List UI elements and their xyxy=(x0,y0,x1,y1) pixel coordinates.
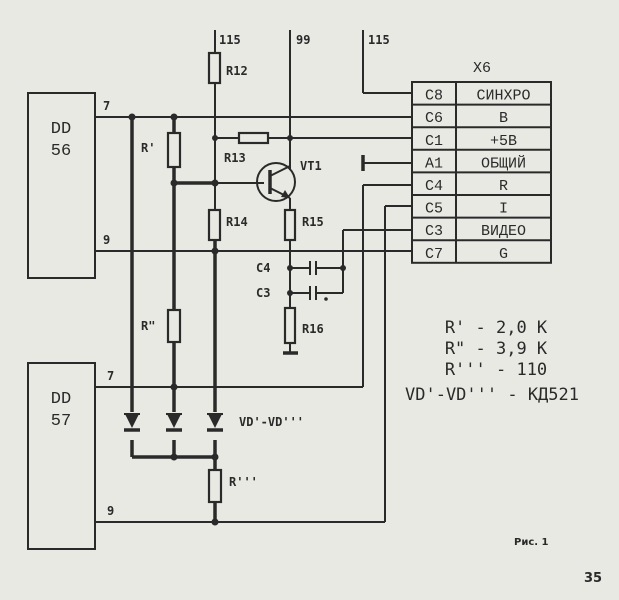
junctions xyxy=(128,113,346,526)
connector-signal: ОБЩИЙ xyxy=(481,155,526,172)
resistor-r14 xyxy=(207,208,222,242)
label-diodes: VD'-VD''' xyxy=(239,415,304,429)
label-c4: C4 xyxy=(256,261,270,275)
connector-signal: ВИДЕО xyxy=(481,223,526,240)
dd56-label-line1: DD xyxy=(51,120,71,139)
connector-signal: B xyxy=(499,110,508,127)
capacitor-c3 xyxy=(290,286,343,300)
capacitor-c4 xyxy=(290,261,343,275)
dd57-pin-9: 9 xyxy=(107,504,114,518)
connector-title: X6 xyxy=(473,60,491,77)
dd57-pin-7: 7 xyxy=(107,369,114,383)
connector-signal: G xyxy=(499,246,508,263)
connector-signal: СИНХРО xyxy=(476,88,530,105)
connector-pin: C6 xyxy=(425,110,443,127)
rail-label-115-right: 115 xyxy=(368,33,390,47)
value-r-triple-prime: R''' - 110 xyxy=(445,360,547,380)
connector-pin: C4 xyxy=(425,178,443,195)
value-r-prime: R' - 2,0 K xyxy=(445,318,548,338)
resistor-r-triple-prime xyxy=(207,468,223,504)
connector-x6: C8 СИНХРО C6 B C1 +5B A1 ОБЩИЙ C4 R C5 I C3 ВИДЕО C7 G xyxy=(411,81,552,264)
resistor-r12 xyxy=(207,51,222,85)
dd57-label-line2: 57 xyxy=(51,412,71,431)
connector-signal: +5B xyxy=(490,133,517,150)
figure-caption: Рис. 1 xyxy=(514,537,549,548)
resistor-r15 xyxy=(283,208,297,242)
connector-pin: C3 xyxy=(425,223,443,240)
label-r16: R16 xyxy=(302,322,324,336)
chip-dd56 xyxy=(27,92,96,279)
connector-signal: R xyxy=(499,178,508,195)
dd56-pin-7: 7 xyxy=(103,99,110,113)
label-r15: R15 xyxy=(302,215,324,229)
label-r-prime: R' xyxy=(141,141,155,155)
wires xyxy=(95,30,412,523)
dd56-label-line2: 56 xyxy=(51,142,71,161)
chip-dd57 xyxy=(27,362,96,550)
label-r13: R13 xyxy=(224,151,246,165)
label-vt1: VT1 xyxy=(300,159,322,173)
rail-label-115-left: 115 xyxy=(219,33,241,47)
dd57-label-line1: DD xyxy=(51,390,71,409)
connector-pin: A1 xyxy=(425,155,443,172)
label-r-triple-prime: R''' xyxy=(229,475,258,489)
resistor-r-prime xyxy=(166,131,182,169)
rail-label-99: 99 xyxy=(296,33,310,47)
resistor-r16 xyxy=(283,306,297,345)
connector-pin: C8 xyxy=(425,88,443,105)
label-c3: C3 xyxy=(256,286,270,300)
label-r-double-prime: R" xyxy=(141,319,155,333)
connector-pin: C7 xyxy=(425,246,443,263)
label-r14: R14 xyxy=(226,215,248,229)
transistor-vt1 xyxy=(256,162,296,202)
connector-signal: I xyxy=(499,201,508,218)
resistor-r13 xyxy=(237,131,270,145)
connector-pin: C5 xyxy=(425,201,443,218)
connector-pin: C1 xyxy=(425,133,443,150)
resistor-r-double-prime xyxy=(166,308,182,344)
value-diodes: VD'-VD''' - КД521 xyxy=(405,385,579,405)
value-r-double-prime: R" - 3,9 K xyxy=(445,339,548,359)
dd56-pin-9: 9 xyxy=(103,233,110,247)
page-number: 35 xyxy=(584,571,602,586)
label-r12: R12 xyxy=(226,64,248,78)
diodes xyxy=(124,413,223,432)
